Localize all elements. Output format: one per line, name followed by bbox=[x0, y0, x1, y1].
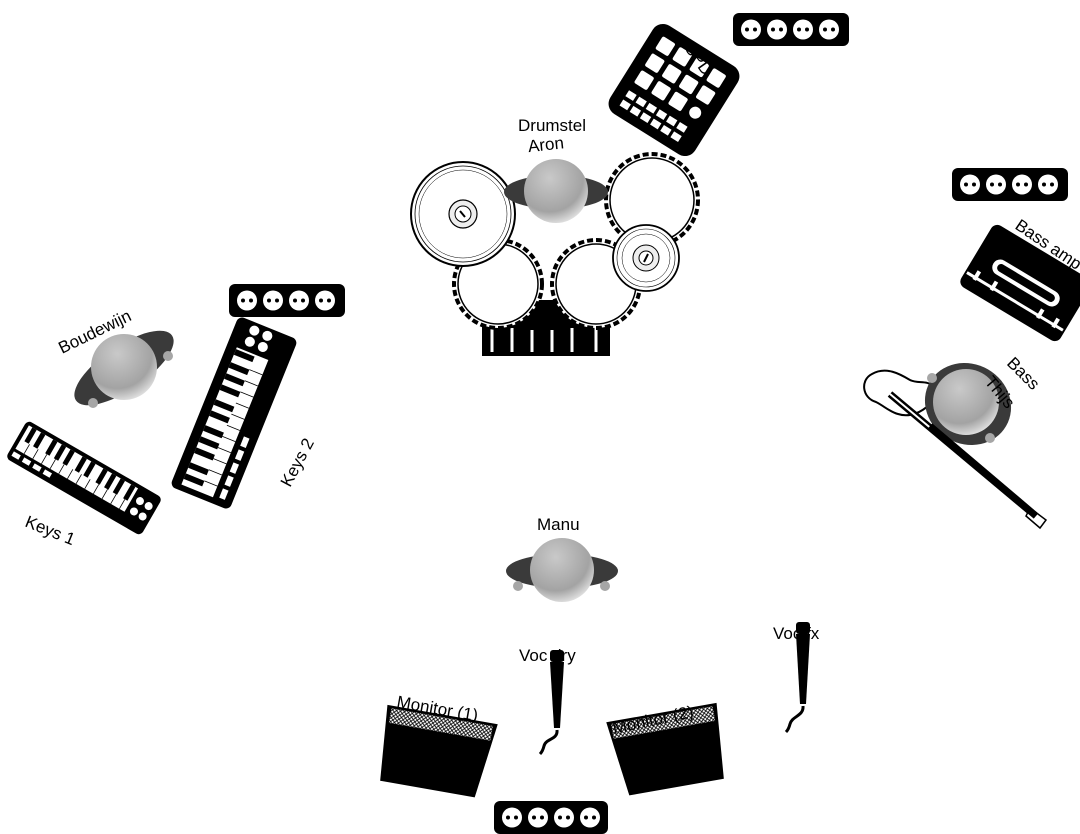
power-strip-top bbox=[733, 13, 849, 46]
monitor2-wedge-icon bbox=[606, 702, 724, 796]
power-strip-front bbox=[494, 801, 608, 834]
bass-player-avatar bbox=[924, 362, 1012, 446]
bass-amp-icon bbox=[960, 224, 1080, 342]
voc-fx-label: Voc fx bbox=[773, 624, 820, 643]
bass-neck bbox=[927, 423, 1039, 519]
voc-dry-label: Voc dry bbox=[519, 646, 576, 665]
spd-pad-icon bbox=[608, 23, 740, 157]
power-strip-keys bbox=[229, 284, 345, 317]
keys2-keyboard-icon bbox=[171, 317, 297, 509]
voc-fx-mic-icon bbox=[784, 622, 810, 734]
vocalist-name: Manu bbox=[537, 515, 580, 534]
keys1-keyboard-icon bbox=[7, 421, 161, 535]
keys2-label: Keys 2 bbox=[277, 435, 318, 490]
drummer-name: Aron bbox=[527, 133, 565, 156]
keys1-label: Keys 1 bbox=[23, 512, 78, 549]
voc-dry-mic-icon bbox=[538, 650, 564, 756]
drumstel-label: Drumstel bbox=[518, 116, 586, 135]
power-strip-bass bbox=[952, 168, 1068, 201]
cymbal-small-icon bbox=[612, 224, 680, 292]
monitor1-wedge-icon bbox=[380, 704, 498, 798]
vocalist-avatar bbox=[506, 538, 618, 602]
drummer-avatar bbox=[504, 159, 608, 223]
keys-player-avatar bbox=[74, 330, 174, 408]
